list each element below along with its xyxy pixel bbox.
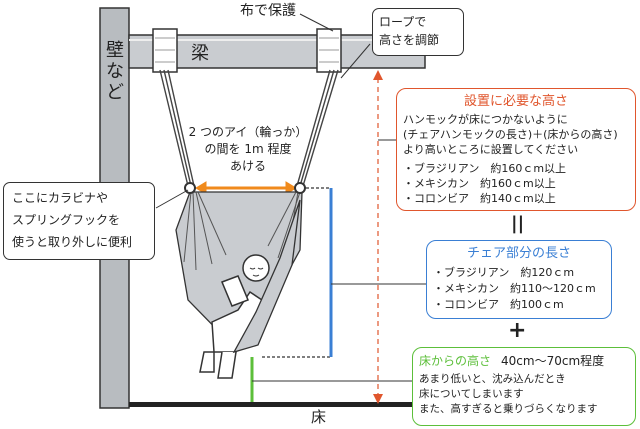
person-head	[242, 254, 270, 282]
plus-symbol: +	[508, 318, 527, 343]
person-legs	[199, 351, 237, 379]
floor-line	[129, 402, 415, 407]
required-height-arrow	[373, 70, 383, 404]
cloth-label: 布で保護	[240, 3, 296, 19]
floor-height-title: 床からの高さ	[419, 354, 492, 368]
required-height-title: 設置に必要な高さ	[463, 94, 568, 109]
floor-label: 床	[311, 408, 327, 426]
eye-distance-arrow	[195, 181, 297, 195]
beam-label: 梁	[191, 43, 209, 64]
rope-left	[159, 69, 195, 187]
equals-symbol: ||	[511, 213, 525, 234]
cloth-protector-right	[316, 28, 342, 73]
carabiner-left	[184, 182, 196, 194]
eyes-note: 2 つのアイ（輪っか） の間を 1m 程度 あける	[188, 125, 308, 173]
book	[221, 275, 249, 307]
chair-length-bracket	[262, 187, 333, 358]
cloth-protector-left	[152, 28, 178, 73]
carabiner-right	[294, 182, 306, 194]
rope-callout: ロープで 高さを調節	[372, 8, 464, 56]
floor-height-value: 40cm〜70cm程度	[501, 354, 605, 368]
hammock	[175, 191, 303, 379]
chair-length-title: チェア部分の長さ	[466, 246, 571, 261]
wall-label: 壁など	[106, 40, 124, 103]
required-height-box: 設置に必要な高さ ハンモックが床につかないように (チェアハンモックの長さ)＋(…	[396, 88, 636, 211]
carabiner-callout: ここにカラビナや スプリングフックを 使うと取り外しに便利	[3, 182, 155, 260]
chair-length-box: チェア部分の長さ ・ブラジリアン 約120ｃm ・メキシカン 約110〜120ｃ…	[426, 240, 612, 319]
rope-right	[296, 69, 339, 187]
